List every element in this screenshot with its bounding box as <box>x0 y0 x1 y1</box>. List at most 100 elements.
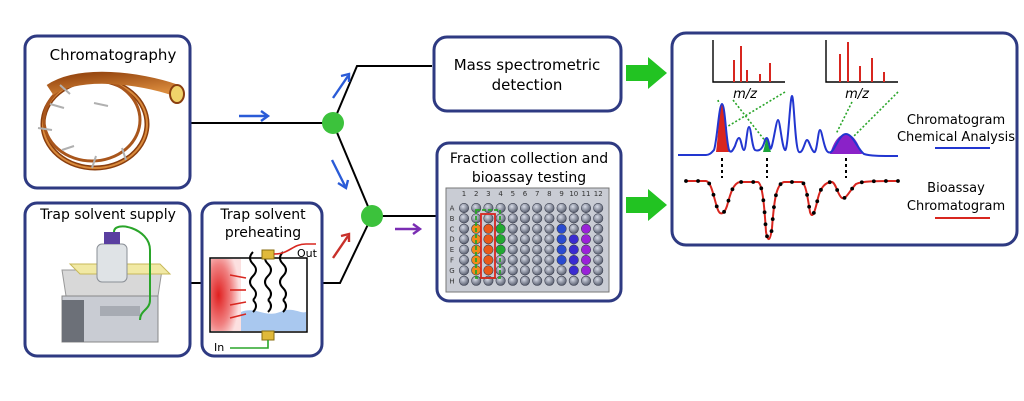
mz-label-right: m/z <box>845 87 870 102</box>
plate-column-label: 3 <box>486 190 490 198</box>
plate-row-label: G <box>449 267 454 275</box>
plate-well <box>532 265 543 276</box>
plate-well <box>532 203 543 214</box>
mass-spec-line2: detection <box>492 76 563 94</box>
bioassay-point <box>790 180 794 184</box>
bioassay-point <box>726 198 731 203</box>
flow-arrow-purple <box>395 223 423 235</box>
trap-solvent-supply-box: Trap solvent supply <box>23 201 192 358</box>
preheat-out-label: Out <box>297 247 318 260</box>
plate-well <box>568 244 579 255</box>
bioassay-point <box>811 210 816 215</box>
bioassay-point <box>842 195 847 200</box>
plate-well <box>532 255 543 266</box>
plate-well <box>593 255 604 266</box>
plate-well <box>580 275 591 286</box>
plate-well <box>544 203 555 214</box>
plate-well <box>580 203 591 214</box>
plate-well <box>544 275 555 286</box>
bioassay-point <box>711 192 716 197</box>
flow-arrow-blue-main <box>239 110 271 122</box>
chemical-chromatogram <box>678 94 899 157</box>
plate-well <box>458 234 469 245</box>
plate-well <box>556 244 567 255</box>
plate-well <box>544 234 555 245</box>
plate-well <box>568 275 579 286</box>
bioassay-point <box>770 217 775 222</box>
bioassay-point <box>714 204 719 209</box>
plate-well <box>568 255 579 266</box>
mz-label-left: m/z <box>733 87 758 102</box>
plate-well <box>532 275 543 286</box>
bioassay-point <box>759 186 764 191</box>
plate-well <box>483 244 494 255</box>
bioassay-point <box>850 186 855 191</box>
ms-spectrum-left: m/z <box>712 40 785 102</box>
junction-node-merge <box>361 205 383 227</box>
plate-well <box>483 265 494 276</box>
plate-well <box>507 275 518 286</box>
plate-well <box>568 213 579 224</box>
bioassay-point <box>769 229 774 234</box>
plate-well <box>458 223 469 234</box>
plate-row-label: E <box>450 246 454 254</box>
results-box: m/z m/z <box>670 31 1019 247</box>
plate-well <box>483 234 494 245</box>
plate-well <box>519 203 530 214</box>
bioassay-point <box>763 222 768 227</box>
red-selection-box <box>480 213 496 279</box>
bioassay-point <box>761 198 766 203</box>
bioassay-point <box>835 188 840 192</box>
plate-well <box>519 223 530 234</box>
plate-well <box>507 255 518 266</box>
bioassay-point <box>807 204 812 209</box>
plate-well <box>519 255 530 266</box>
ms-link-lines <box>717 91 899 143</box>
chromatography-column-icon <box>37 71 185 171</box>
plate-well <box>519 275 530 286</box>
chrom-legend-line2: Chemical Analysis <box>897 130 1015 145</box>
plate-well <box>556 223 567 234</box>
bioassay-point <box>774 193 778 198</box>
plate-well <box>507 234 518 245</box>
plate-well <box>483 213 494 224</box>
plate-well <box>458 265 469 276</box>
bioassay-point <box>696 179 700 183</box>
plate-well <box>568 265 579 276</box>
plate-well <box>507 265 518 276</box>
preheat-title-line2: preheating <box>225 225 301 241</box>
plate-well <box>544 244 555 255</box>
plate-well <box>556 213 567 224</box>
plate-well <box>458 213 469 224</box>
plate-row-label: C <box>450 225 455 233</box>
plate-well <box>593 244 604 255</box>
plate-well <box>593 275 604 286</box>
flow-arrow-blue-down <box>330 159 350 190</box>
plate-column-label: 10 <box>569 190 578 198</box>
bioassay-point <box>722 209 726 214</box>
chrom-legend-line1: Chromatogram <box>907 113 1005 128</box>
flow-arrow-blue-up <box>332 72 351 99</box>
preheat-in-label: In <box>214 341 224 354</box>
bioassay-chromatogram <box>684 179 900 240</box>
bio-legend-line1: Bioassay <box>927 181 985 196</box>
plate-row-label: H <box>449 277 454 285</box>
bioassay-point <box>772 205 776 210</box>
plate-wells <box>458 203 604 286</box>
plate-well <box>458 255 469 266</box>
fraction-collection-box: Fraction collection and bioassay testing… <box>435 141 623 303</box>
trap-preheating-box: Trap solvent preheating Out In <box>200 201 324 358</box>
ms-spectrum-right: m/z <box>825 40 898 102</box>
bioassay-point <box>805 192 809 197</box>
bioassay-point <box>751 180 756 184</box>
bioassay-point <box>801 181 806 186</box>
preheat-title-line1: Trap solvent <box>219 207 306 223</box>
plate-well <box>593 234 604 245</box>
plate-well <box>580 244 591 255</box>
plate-well <box>483 203 494 214</box>
plate-well <box>580 265 591 276</box>
plate-well <box>483 223 494 234</box>
green-arrow-ms <box>626 57 667 89</box>
bioassay-point <box>765 234 769 239</box>
